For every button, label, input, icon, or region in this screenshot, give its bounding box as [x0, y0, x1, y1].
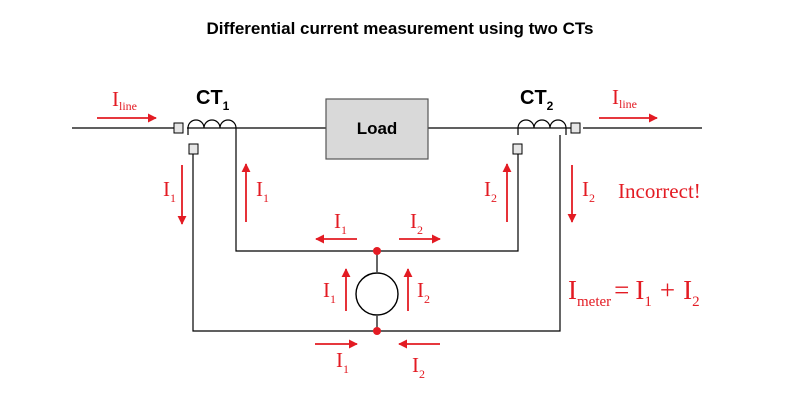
bottom-i1-label: I1	[336, 348, 349, 376]
junction-top	[373, 247, 381, 255]
i1-label-left: I1	[163, 177, 176, 205]
meter-equation: Imeter=I1+I2	[568, 275, 700, 310]
ct1-coil	[187, 119, 237, 135]
incorrect-label: Incorrect!	[618, 179, 701, 203]
i2-label-top: I2	[410, 209, 423, 237]
i1-label-top: I1	[334, 209, 347, 237]
load-label: Load	[357, 119, 398, 138]
ct1-secondary-terminal	[188, 143, 199, 155]
ammeter-symbol	[355, 272, 399, 316]
diagram-title: Differential current measurement using t…	[207, 19, 594, 38]
ct2-label: CT2	[520, 87, 554, 113]
junction-bottom	[373, 327, 381, 335]
ct1-label: CT1	[196, 87, 230, 113]
ct2-secondary-terminal	[512, 143, 523, 155]
bottom-i2-label: I2	[412, 353, 425, 381]
meter-i1-label: I1	[323, 278, 336, 306]
i-line-label-left: Iline	[112, 87, 137, 113]
i1-label-right: I1	[256, 177, 269, 205]
ct1-primary-terminal	[173, 122, 184, 134]
i2-label-right: I2	[582, 177, 595, 205]
ct2-coil	[517, 119, 567, 135]
meter-i2-label: I2	[417, 278, 430, 306]
ct2-primary-terminal	[570, 122, 581, 134]
i2-label-left: I2	[484, 177, 497, 205]
i-line-label-right: Iline	[612, 85, 637, 111]
load-box	[325, 98, 429, 160]
